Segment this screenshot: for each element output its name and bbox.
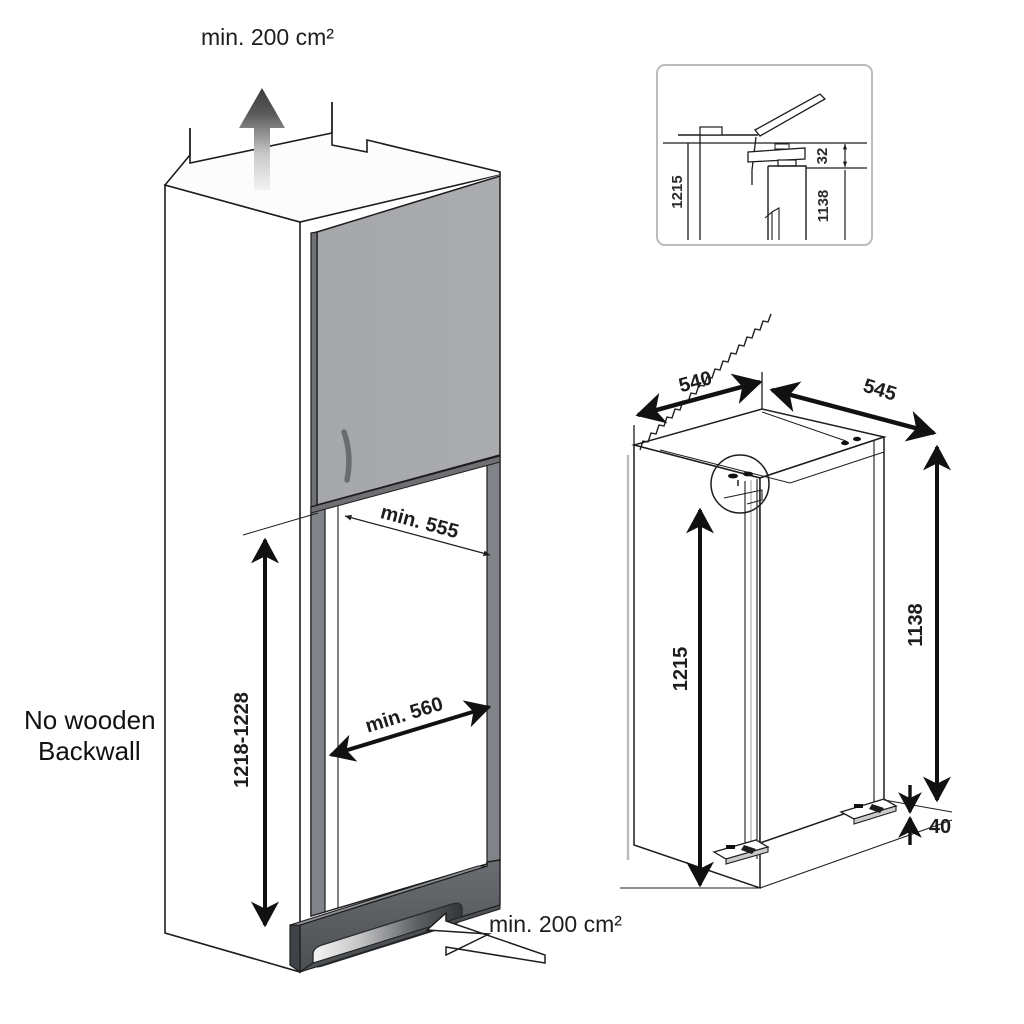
dim-label-appliance-width: 540 xyxy=(676,367,714,397)
top-ventilation-arrow xyxy=(239,88,285,190)
screw-hole-dot-1 xyxy=(841,440,849,446)
dim-line-niche-width xyxy=(328,700,492,762)
screw-hole-dot-2 xyxy=(853,436,861,442)
backwall-note-line2: Backwall xyxy=(38,736,141,766)
niche-side-panel-right xyxy=(486,455,501,865)
door-handle xyxy=(341,429,352,483)
bottom-ventilation-label: min. 200 cm² xyxy=(489,911,622,937)
inset-louvre-lines xyxy=(764,207,780,240)
niche-side-panel-left xyxy=(310,502,326,917)
dim-line-appliance-width xyxy=(635,373,763,424)
backwall-note-line1: No wooden xyxy=(24,705,156,735)
dim-label-door-height: 1138 xyxy=(905,603,927,646)
appliance-front-face xyxy=(633,444,761,890)
inset-hinge-block-top xyxy=(699,126,723,136)
bottom-hinge-bracket-left xyxy=(712,839,770,865)
cabinet-top-surface xyxy=(163,132,501,223)
bottom-ventilation-arrow xyxy=(425,911,546,964)
dim-label-appliance-height: 1215 xyxy=(670,647,692,692)
cabinet-left-side-panel xyxy=(164,183,301,974)
callout-bracket-outline xyxy=(723,489,763,505)
inset-appliance-body xyxy=(768,165,807,240)
appliance-side-face xyxy=(759,435,885,845)
dim-label-niche-height: 1218-1228 xyxy=(231,692,253,788)
appliance-group: 540 545 1215 1138 40 xyxy=(620,313,953,890)
inset-hinge-foot xyxy=(777,159,797,167)
ext-line-niche-height-top xyxy=(242,512,319,536)
appliance-top-inner-line xyxy=(659,449,885,484)
dim-label-inset-total: 1215 xyxy=(669,175,686,208)
bottom-hinge-bracket-right xyxy=(839,798,898,825)
dim-label-inset-door: 1138 xyxy=(815,190,832,223)
hinge-inset-group: 1215 32 1138 xyxy=(656,64,873,246)
dim-line-appliance-depth xyxy=(769,381,937,442)
hinge-detail-callout-circle xyxy=(710,454,770,514)
dim-line-niche-depth xyxy=(344,514,491,557)
inset-hinge-arm xyxy=(751,136,757,185)
dim-label-plinth-gap: 40 xyxy=(929,816,951,838)
plinth-top-edge xyxy=(289,865,488,926)
door-edge-strip xyxy=(310,231,318,508)
dim-label-inset-gap: 32 xyxy=(814,148,831,165)
inset-hinge-pin xyxy=(774,143,790,150)
appliance-door-panel xyxy=(316,174,501,506)
dim-label-appliance-depth: 545 xyxy=(861,375,899,406)
plinth-left-return xyxy=(289,924,301,974)
inset-door-flap xyxy=(753,93,827,137)
callout-screw-dot-1 xyxy=(728,473,738,479)
callout-screw-dot-2 xyxy=(743,471,753,477)
top-ventilation-label: min. 200 cm² xyxy=(201,24,334,50)
niche-cabinet-group: min. 200 cm² min. 200 cm² No wooden Back… xyxy=(24,24,622,974)
niche-lintel xyxy=(310,455,501,514)
